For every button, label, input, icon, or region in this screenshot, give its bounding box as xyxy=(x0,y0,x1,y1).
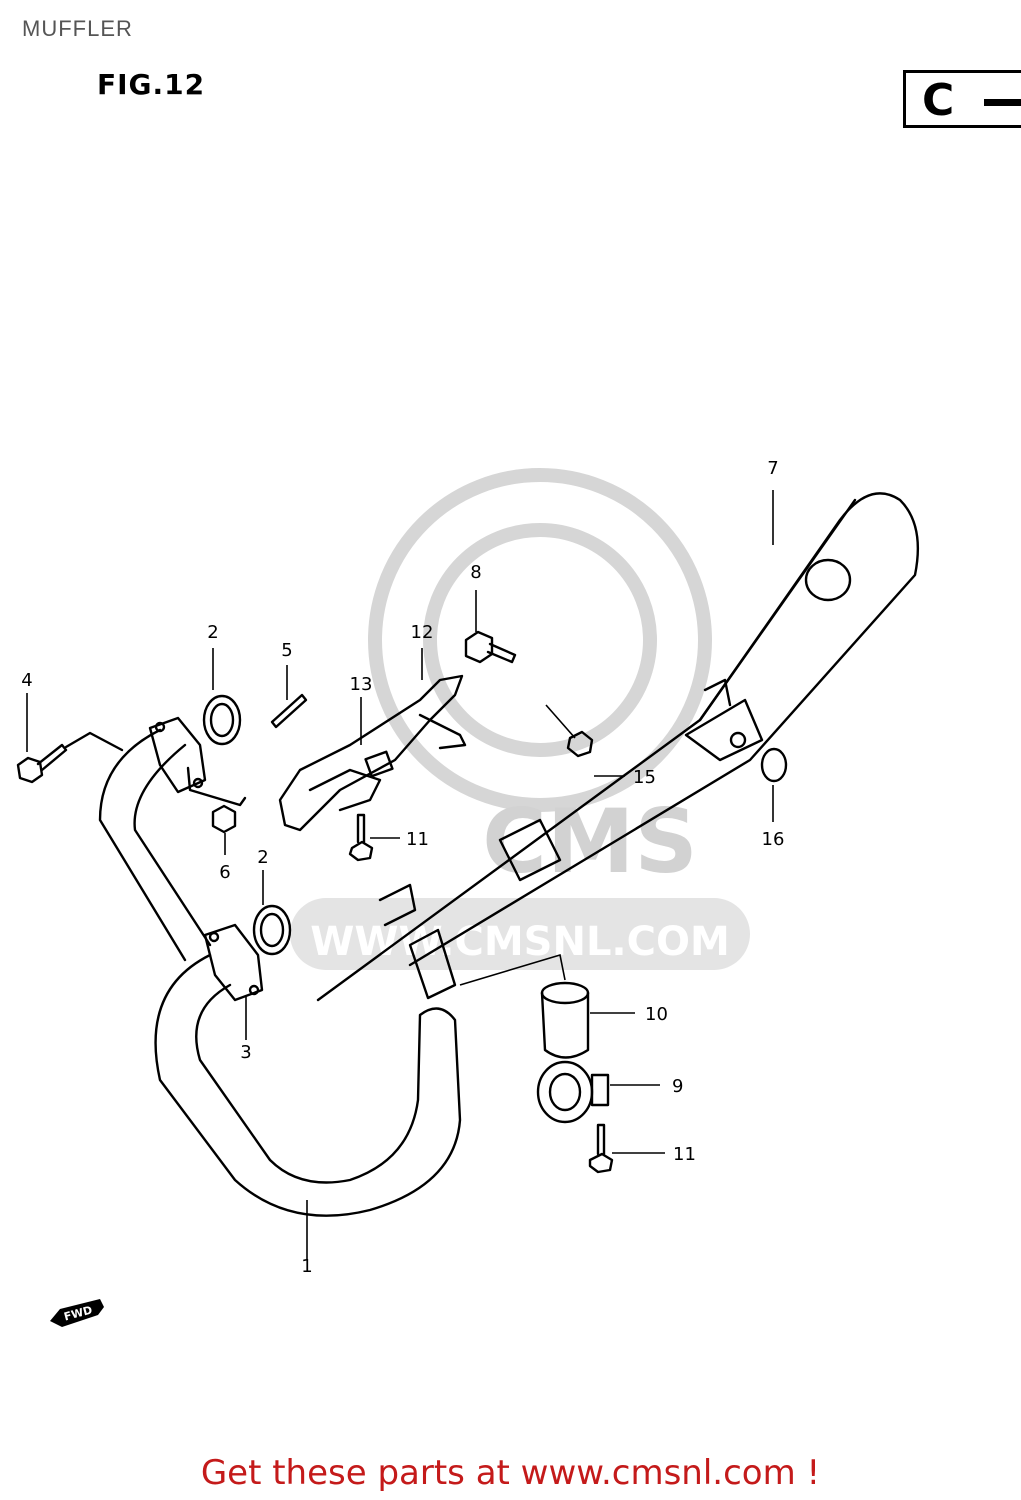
callout-11-upper: 11 xyxy=(406,829,429,850)
callout-16: 16 xyxy=(762,829,785,850)
callout-2-lower: 2 xyxy=(257,847,268,868)
forward-arrow-icon: FWD xyxy=(50,1299,104,1327)
section-code-box: C xyxy=(903,70,1021,128)
washer-16 xyxy=(760,747,788,783)
watermark-logo xyxy=(368,468,712,812)
gasket-lower xyxy=(252,904,292,956)
section-code-dash xyxy=(984,99,1021,106)
callout-3: 3 xyxy=(240,1042,251,1063)
page-title: MUFFLER xyxy=(22,16,133,41)
stud-bolt xyxy=(270,693,308,729)
figure-label: FIG.12 xyxy=(97,68,206,101)
bolt-11-upper xyxy=(348,813,374,862)
connector-sleeve xyxy=(540,981,590,1059)
gasket-upper xyxy=(202,694,242,746)
muffler-bracket xyxy=(278,674,467,832)
callout-9: 9 xyxy=(672,1076,683,1097)
footer-parts-link[interactable]: Get these parts at www.cmsnl.com ! xyxy=(200,1453,821,1493)
callout-6: 6 xyxy=(219,862,230,883)
section-code: C xyxy=(922,75,955,126)
callout-13: 13 xyxy=(350,674,373,695)
bolt-4 xyxy=(16,731,124,784)
callout-11-lower: 11 xyxy=(673,1144,696,1165)
exhaust-flange-lower xyxy=(203,923,264,1002)
watermark-brand: CMS xyxy=(482,790,698,893)
callout-10: 10 xyxy=(645,1004,668,1025)
muffler-body xyxy=(316,492,920,1002)
callout-2-upper: 2 xyxy=(207,622,218,643)
callout-1: 1 xyxy=(301,1256,312,1277)
exhaust-flange-upper xyxy=(148,716,207,794)
exhaust-pipe-lower xyxy=(154,953,462,1217)
leader-lines xyxy=(26,490,774,1260)
callout-12: 12 xyxy=(411,622,434,643)
bolt-11-lower xyxy=(588,1123,614,1174)
callout-4: 4 xyxy=(21,670,32,691)
exhaust-pipe-upper xyxy=(98,728,212,962)
pipe-connector xyxy=(378,883,457,1000)
pipe-clamp xyxy=(536,1060,610,1124)
bolt-8 xyxy=(464,630,517,664)
callout-8: 8 xyxy=(470,562,481,583)
callout-5: 5 xyxy=(281,640,292,661)
bolt-15 xyxy=(566,730,594,758)
callout-7: 7 xyxy=(767,458,778,479)
watermark-site: WWW.CMSNL.COM xyxy=(310,919,730,965)
callout-15: 15 xyxy=(633,767,656,788)
nut-6 xyxy=(211,804,237,834)
